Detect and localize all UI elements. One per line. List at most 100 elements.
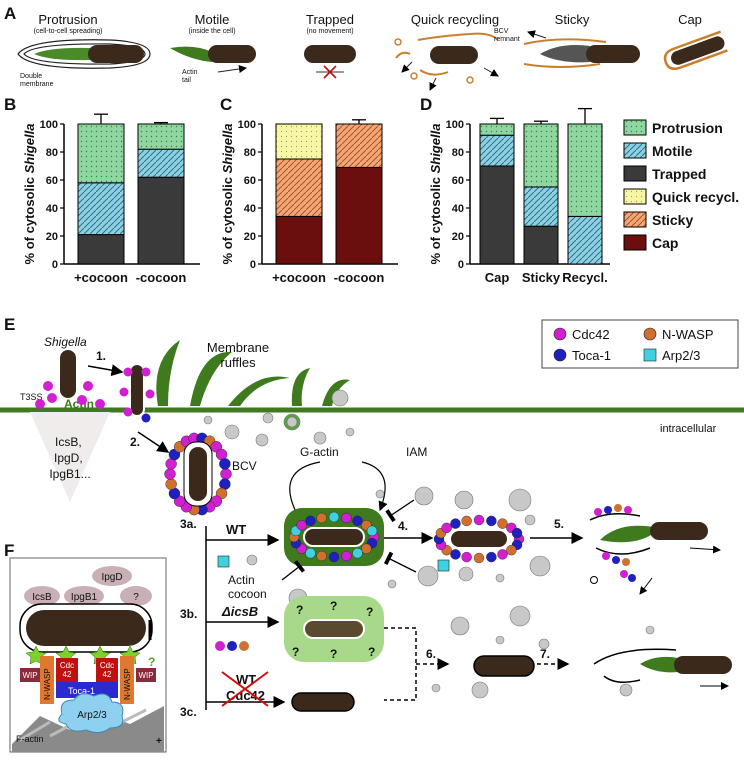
phenotype-sub-protrusion: (cell-to-cell spreading) — [34, 28, 103, 35]
vesicles-step4 — [454, 488, 551, 583]
f-factin-label: F-actin — [16, 734, 44, 744]
iam-inhibitors — [281, 499, 417, 581]
y-tick-label: 40 — [46, 203, 58, 215]
vesicles-top — [203, 412, 355, 447]
cap-illustration — [663, 30, 728, 71]
entering-shigella — [30, 350, 110, 502]
phenotype-title-motile: Motile — [195, 12, 230, 27]
protein-legend: Cdc42 N-WASP Toca-1 Arp2/3 — [541, 319, 739, 369]
iam-label: IAM — [406, 445, 427, 459]
bar-segment-sticky — [275, 158, 323, 217]
shigella-label: Shigella — [44, 335, 87, 349]
y-tick-label: 40 — [452, 203, 464, 215]
wt-cdc42-cdc42-label: Cdc42 — [226, 688, 265, 703]
bar-segment-trapped — [137, 176, 185, 265]
phenotype-title-quick-recycling: Quick recycling — [411, 12, 499, 27]
phenotype-title-sticky: Sticky — [555, 12, 590, 27]
bar-segment-quick-recycl- — [275, 123, 323, 160]
svg-text:?: ? — [330, 599, 337, 613]
free-nwasp — [239, 641, 249, 651]
category-label: -cocoon — [136, 270, 187, 285]
free-cdc42 — [215, 641, 225, 651]
vesicles-cocoon — [246, 486, 439, 608]
category-label: -cocoon — [334, 270, 385, 285]
legend-label: Sticky — [652, 212, 693, 228]
svg-text:?: ? — [296, 603, 303, 617]
y-tick-label: 0 — [52, 259, 58, 271]
step-2-label: 2. — [130, 435, 140, 449]
icsb-mutant-cocoon: ? ? ? ? ? ? — [284, 596, 384, 662]
f-effector-ipgd: IpgD — [101, 572, 122, 583]
y-tick-label: 60 — [452, 175, 464, 187]
legend-label: Trapped — [652, 166, 706, 182]
bcv-shigella — [164, 432, 232, 516]
y-tick-label: 40 — [244, 203, 256, 215]
intracellular-label: intracellular — [660, 423, 717, 435]
y-tick-label: 80 — [46, 147, 58, 159]
f-question-mark: ? — [148, 655, 155, 669]
free-toca1 — [227, 641, 237, 651]
legend-arp23: Arp2/3 — [662, 348, 700, 363]
bcv-after-cocoon — [433, 514, 525, 572]
motile-illustration — [170, 45, 256, 73]
y-tick-label: 60 — [46, 175, 58, 187]
step-1-label: 1. — [96, 349, 106, 363]
y-tick-label: 0 — [458, 259, 464, 271]
y-tick-label: 0 — [250, 259, 256, 271]
bcv-label: BCV — [232, 459, 257, 473]
effector-ipgd: IpgD, — [54, 451, 83, 465]
bar-segment-motile — [77, 182, 125, 236]
panel-label-e: E — [4, 315, 15, 334]
y-tick-label: 80 — [452, 147, 464, 159]
y-tick-label: 20 — [452, 231, 464, 243]
f-wip-left: WIP — [22, 671, 37, 680]
y-tick-label: 20 — [46, 231, 58, 243]
phenotype-title-protrusion: Protrusion — [38, 12, 97, 27]
y-tick-label: 100 — [446, 119, 464, 131]
effector-icsb: IcsB, — [55, 435, 82, 449]
wt-label: WT — [226, 522, 246, 537]
effector-ipgb1: IpgB1... — [49, 467, 90, 481]
g-actin-label: G-actin — [300, 445, 339, 459]
legend-swatch — [623, 119, 647, 136]
y-axis-label: % of cytosolic Shigella — [22, 124, 37, 265]
actin-cocoon-label: Actin cocoon — [228, 573, 267, 601]
y-axis-label: % of cytosolic Shigella — [220, 124, 235, 265]
svg-text:?: ? — [368, 645, 375, 659]
legend-label: Quick recycl. — [652, 189, 739, 205]
f-effector-icsb: IcsB — [32, 592, 52, 603]
step-3a-label: 3a. — [180, 517, 197, 531]
category-label: Sticky — [522, 270, 561, 285]
nwasp-legend-icon — [643, 327, 657, 341]
trapped-illustration — [304, 45, 356, 79]
phenotype-sub-trapped: (no movement) — [306, 28, 353, 35]
legend-label: Motile — [652, 143, 693, 159]
svg-text:?: ? — [366, 605, 373, 619]
panel-label-f: F — [4, 541, 14, 560]
step-3c-label: 3c. — [180, 705, 197, 719]
bar-segment-protrusion — [567, 123, 603, 217]
bcv-shigella-3c — [291, 692, 355, 712]
flow-lines — [205, 526, 584, 710]
bar-segment-motile — [137, 148, 185, 178]
bar-segment-trapped — [77, 234, 125, 265]
legend-swatch — [623, 234, 647, 251]
effectors-list: IcsB, IpgD, IpgB1... — [49, 435, 90, 481]
quick-recycling-illustration — [394, 32, 499, 91]
legend-cdc42: Cdc42 — [572, 327, 610, 342]
panel-label-d: D — [420, 95, 432, 114]
f-wip-right: WIP — [138, 671, 153, 680]
cdc42-cross-icon — [221, 671, 269, 707]
bar-segment-motile — [567, 215, 603, 265]
step-6-label: 6. — [426, 647, 436, 661]
